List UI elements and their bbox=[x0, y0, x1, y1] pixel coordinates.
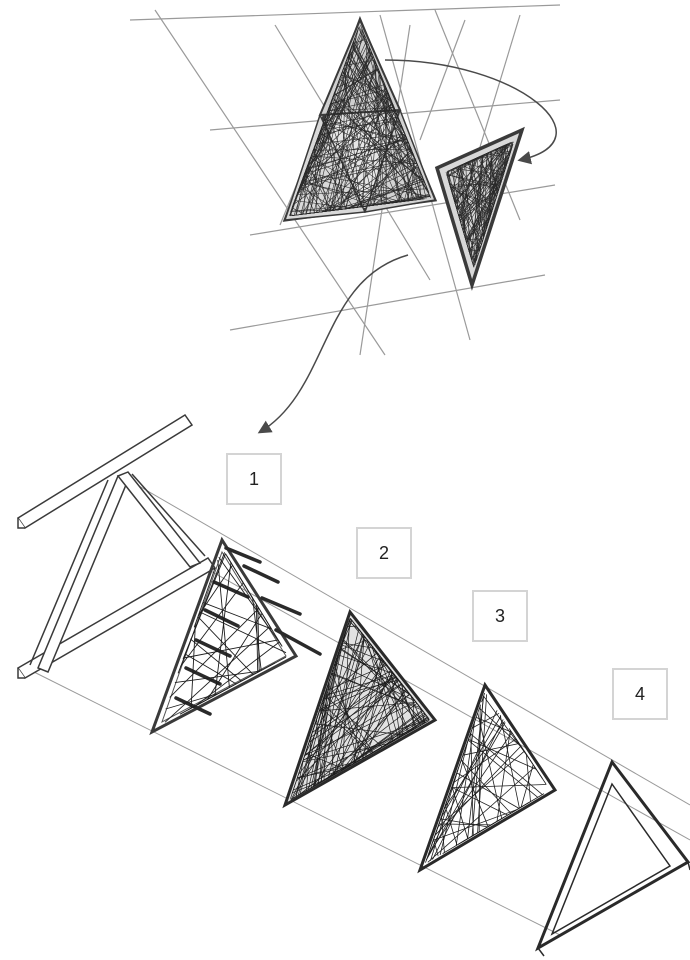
step-3-label: 3 bbox=[474, 592, 526, 640]
assembly-arrow bbox=[260, 255, 408, 432]
loom-frame-end-b bbox=[538, 762, 690, 956]
peg bbox=[244, 566, 278, 582]
grid-woven-panel-large bbox=[285, 20, 435, 220]
step-3-label-box: 3 bbox=[472, 590, 528, 642]
weave-string bbox=[479, 706, 480, 832]
weave-string bbox=[462, 759, 489, 826]
loom-panel-3-dense bbox=[285, 612, 435, 805]
step-2-label: 2 bbox=[358, 529, 410, 577]
weave-string bbox=[526, 755, 530, 802]
step-4-label: 4 bbox=[614, 670, 666, 718]
step-2-label-box: 2 bbox=[356, 527, 412, 579]
step-1-label-box: 1 bbox=[226, 453, 282, 505]
loom-panel-4-medium bbox=[420, 685, 555, 870]
weave-string bbox=[188, 663, 275, 710]
loom-panel-2-pegs bbox=[152, 540, 320, 732]
step-1-label: 1 bbox=[228, 455, 280, 503]
step-4-label-box: 4 bbox=[612, 668, 668, 720]
grid-woven-panel-detached bbox=[437, 130, 522, 285]
weave-string bbox=[426, 710, 497, 860]
